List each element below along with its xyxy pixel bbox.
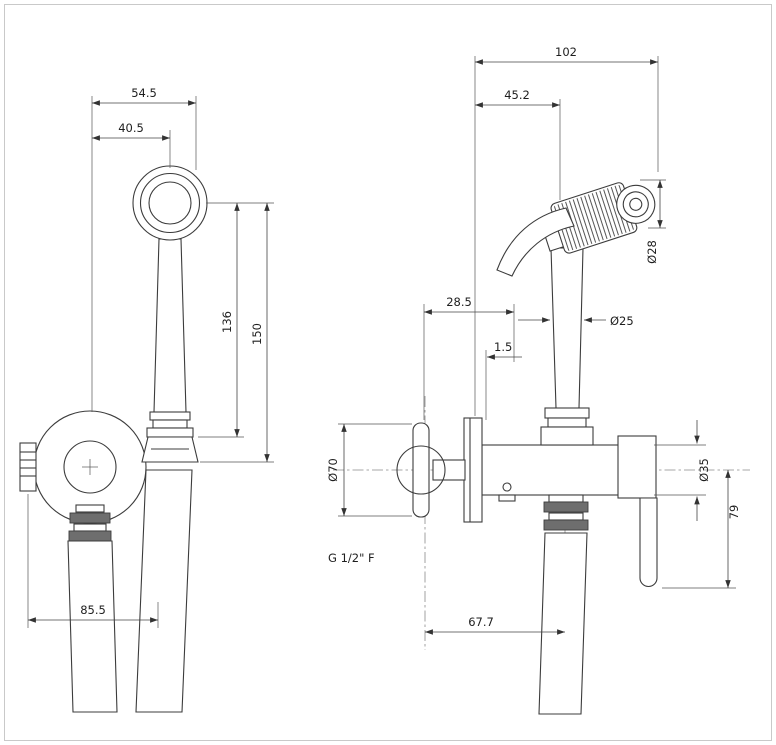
head-face-ring bbox=[622, 191, 649, 218]
side-dimensions: 102 45.2 28.5 1.5 Ø25 Ø28 bbox=[326, 45, 741, 635]
head-barrel-ribs bbox=[553, 185, 635, 251]
wall-flange bbox=[463, 417, 483, 523]
side-sprayer bbox=[496, 182, 656, 446]
valve-outlet-block bbox=[617, 435, 657, 499]
handle-stem bbox=[432, 459, 466, 481]
sprayer-head-side bbox=[538, 182, 656, 254]
valve-detail bbox=[498, 494, 516, 502]
drawing-border bbox=[4, 4, 772, 741]
flex-hose-right bbox=[135, 469, 193, 713]
dim-side-45-2: 45.2 bbox=[504, 88, 530, 102]
front-hoses bbox=[67, 469, 193, 713]
handle-collar bbox=[146, 427, 194, 438]
head-face-center bbox=[629, 197, 643, 211]
head-face-outer bbox=[616, 184, 656, 224]
hose-nut-dark bbox=[68, 530, 112, 542]
spray-face bbox=[148, 181, 192, 225]
hose-nut bbox=[75, 504, 105, 513]
dim-front-54-5: 54.5 bbox=[131, 86, 157, 100]
dim-side-dia35: Ø35 bbox=[697, 458, 711, 482]
dim-side-1-5: 1.5 bbox=[494, 340, 512, 354]
dim-side-102: 102 bbox=[555, 45, 577, 59]
hose-nut bbox=[548, 494, 584, 503]
handle-bar bbox=[412, 422, 430, 518]
front-sprayer bbox=[132, 165, 208, 463]
hose-nut-dark bbox=[543, 501, 589, 513]
handle-collar-side bbox=[544, 407, 590, 419]
handle-hub bbox=[396, 445, 446, 495]
handle-collar bbox=[152, 419, 188, 429]
dim-side-28-5: 28.5 bbox=[446, 295, 472, 309]
hose-nut bbox=[73, 523, 107, 532]
handle-collar-side bbox=[547, 417, 587, 428]
dim-front-40-5: 40.5 bbox=[118, 121, 144, 135]
flex-hose-side bbox=[538, 532, 588, 715]
hose-nut-dark bbox=[543, 519, 589, 531]
wall-fixing-tab bbox=[19, 442, 37, 492]
hose-nut bbox=[548, 512, 584, 521]
set-screw bbox=[502, 482, 512, 492]
sprayer-lever bbox=[496, 207, 575, 277]
dim-front-136: 136 bbox=[220, 311, 234, 333]
dim-front-85-5: 85.5 bbox=[80, 603, 106, 617]
dim-side-dia25: Ø25 bbox=[610, 314, 634, 328]
hose-nut-dark bbox=[69, 512, 111, 524]
sprayer-handle bbox=[153, 238, 187, 413]
dim-front-150: 150 bbox=[250, 323, 264, 345]
front-wall-plate bbox=[19, 410, 147, 524]
dim-side-67-7: 67.7 bbox=[468, 615, 494, 629]
outlet-spout bbox=[639, 497, 658, 587]
thread-label: G 1/2" F bbox=[328, 551, 375, 565]
dim-side-dia70: Ø70 bbox=[326, 458, 340, 482]
front-view: 54.5 40.5 136 150 85.5 bbox=[19, 86, 274, 713]
dim-side-79: 79 bbox=[727, 505, 741, 520]
front-dimensions: 54.5 40.5 136 150 85.5 bbox=[27, 86, 274, 628]
flex-hose-left bbox=[67, 540, 118, 713]
side-hose bbox=[538, 494, 589, 715]
side-valve bbox=[396, 417, 658, 587]
dim-side-dia28: Ø28 bbox=[645, 240, 659, 264]
handle-collar-side bbox=[540, 426, 594, 446]
side-view: 102 45.2 28.5 1.5 Ø25 Ø28 bbox=[326, 45, 750, 715]
sprayer-handle-side bbox=[550, 247, 584, 409]
handle-collar bbox=[149, 411, 191, 421]
